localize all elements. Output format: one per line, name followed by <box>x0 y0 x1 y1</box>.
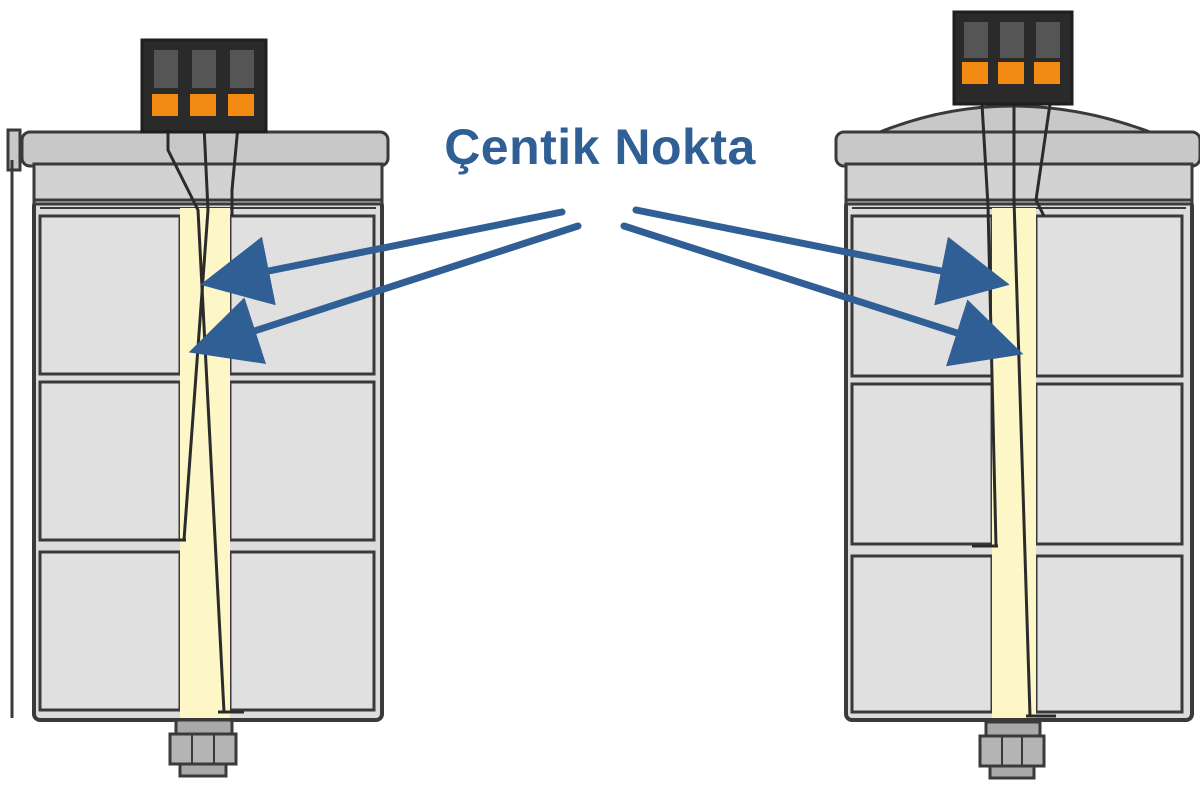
terminal-block-icon <box>140 38 268 134</box>
left-cell <box>6 38 390 778</box>
right-cell-cap <box>834 130 1200 168</box>
left-cell-wire <box>166 126 226 713</box>
bolt-icon <box>978 720 1046 780</box>
arrow-icon <box>632 206 1010 306</box>
right-cell-slot <box>992 208 1036 718</box>
arrow-icon <box>620 222 1024 367</box>
notch-point-label: Çentik Nokta <box>444 119 756 175</box>
right-cell <box>834 10 1200 780</box>
bolt-icon <box>168 718 238 778</box>
arrow-icon <box>200 208 566 306</box>
arrows <box>188 206 1024 367</box>
arrow-icon <box>188 222 582 365</box>
terminal-block-icon <box>952 10 1074 106</box>
left-cell-slot <box>180 208 230 718</box>
right-cell-wire <box>980 103 998 547</box>
